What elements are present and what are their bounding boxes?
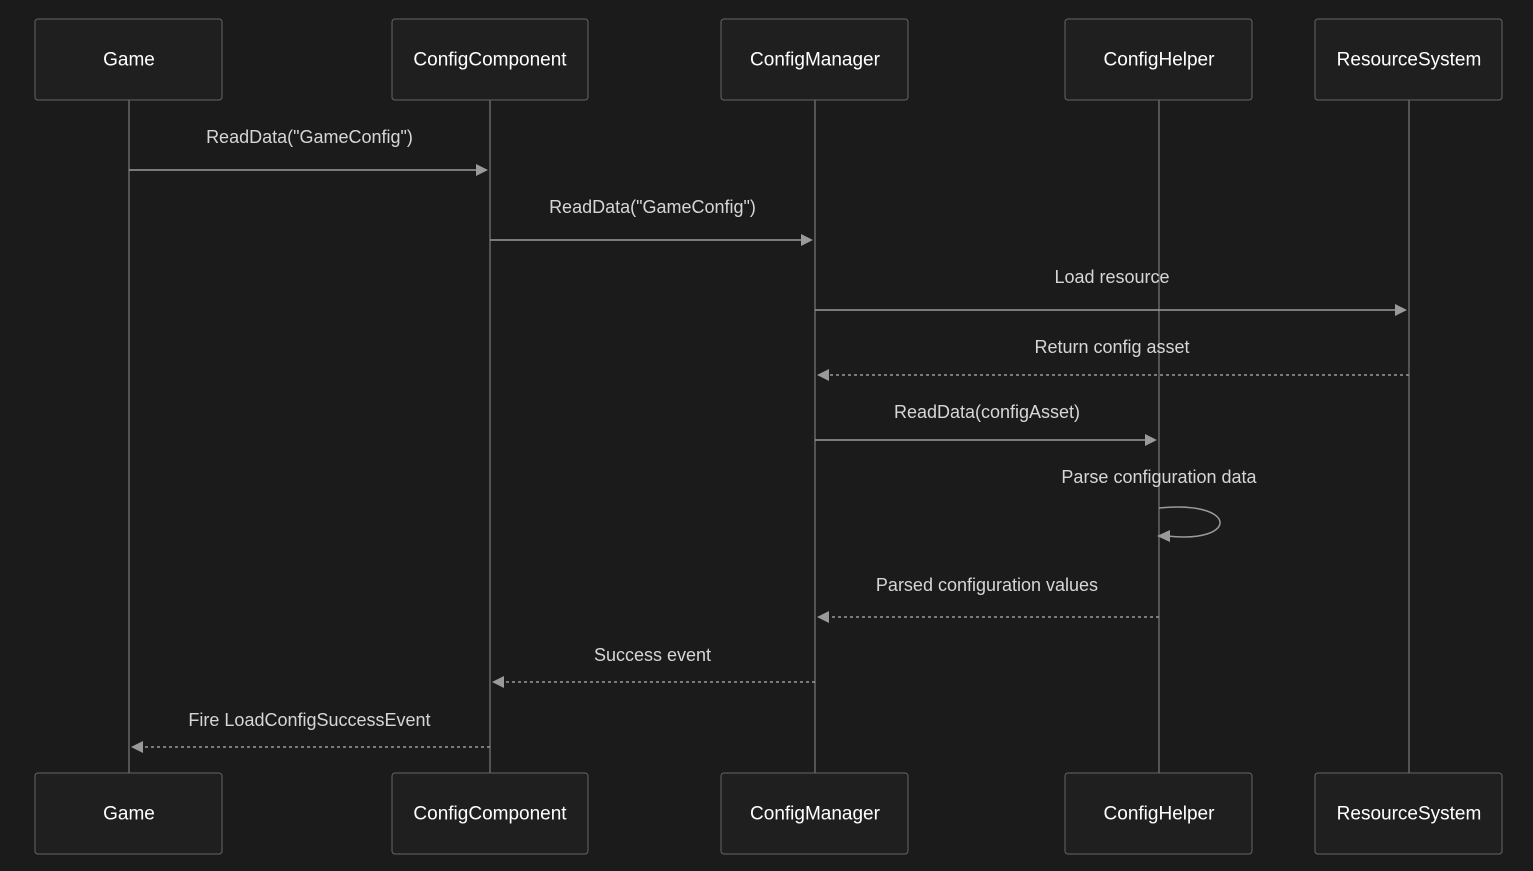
actor-resourcesystem-top: ResourceSystem — [1314, 18, 1503, 101]
message-arrowhead — [492, 676, 504, 688]
message-arrowhead — [817, 369, 829, 381]
actor-configmanager-top: ConfigManager — [720, 18, 909, 101]
message-arrowhead — [476, 164, 488, 176]
actor-box — [34, 772, 223, 855]
message-1: ReadData("GameConfig") — [129, 127, 488, 176]
actor-configmanager-bottom: ConfigManager — [720, 772, 909, 855]
actor-game-top: Game — [34, 18, 223, 101]
message-label: Return config asset — [1034, 337, 1189, 357]
actor-configcomponent-bottom: ConfigComponent — [391, 772, 589, 855]
message-label: Load resource — [1054, 267, 1169, 287]
message-arrowhead — [801, 234, 813, 246]
message-label: ReadData("GameConfig") — [206, 127, 413, 147]
message-arrowhead — [1157, 530, 1170, 542]
message-3: Load resource — [815, 267, 1407, 316]
message-arrowhead — [817, 611, 829, 623]
actor-box — [720, 772, 909, 855]
message-6: Parse configuration data — [1061, 467, 1258, 542]
actor-confighelper-bottom: ConfigHelper — [1064, 772, 1253, 855]
actor-resourcesystem-bottom: ResourceSystem — [1314, 772, 1503, 855]
message-8: Success event — [492, 645, 815, 688]
actor-configcomponent-top: ConfigComponent — [391, 18, 589, 101]
actor-box — [391, 18, 589, 101]
message-label: Fire LoadConfigSuccessEvent — [188, 710, 430, 730]
actor-label: ConfigManager — [750, 50, 881, 71]
actor-label: ConfigHelper — [1104, 50, 1216, 71]
actor-label: ResourceSystem — [1337, 804, 1482, 825]
actor-box — [1314, 18, 1503, 101]
actor-label: ConfigComponent — [413, 804, 567, 825]
actor-box — [391, 772, 589, 855]
message-label: ReadData("GameConfig") — [549, 197, 756, 217]
message-5: ReadData(configAsset) — [815, 402, 1157, 446]
actor-box — [1064, 18, 1253, 101]
message-7: Parsed configuration values — [817, 575, 1159, 623]
message-label: Parse configuration data — [1061, 467, 1257, 487]
message-2: ReadData("GameConfig") — [490, 197, 813, 246]
actor-label: ResourceSystem — [1337, 50, 1482, 71]
message-arrowhead — [1145, 434, 1157, 446]
message-label: ReadData(configAsset) — [894, 402, 1080, 422]
actor-game-bottom: Game — [34, 772, 223, 855]
actor-label: Game — [103, 804, 155, 825]
actor-box — [34, 18, 223, 101]
message-arrowhead — [1395, 304, 1407, 316]
message-9: Fire LoadConfigSuccessEvent — [131, 710, 490, 753]
actor-label: ConfigHelper — [1104, 804, 1216, 825]
actor-confighelper-top: ConfigHelper — [1064, 18, 1253, 101]
message-4: Return config asset — [817, 337, 1409, 381]
actor-box — [1064, 772, 1253, 855]
message-line — [1158, 506, 1221, 538]
message-arrowhead — [131, 741, 143, 753]
actor-box — [720, 18, 909, 101]
message-label: Parsed configuration values — [876, 575, 1098, 595]
message-label: Success event — [594, 645, 711, 665]
actor-label: ConfigComponent — [413, 50, 567, 71]
actor-box — [1314, 772, 1503, 855]
actor-label: ConfigManager — [750, 804, 881, 825]
actor-label: Game — [103, 50, 155, 71]
